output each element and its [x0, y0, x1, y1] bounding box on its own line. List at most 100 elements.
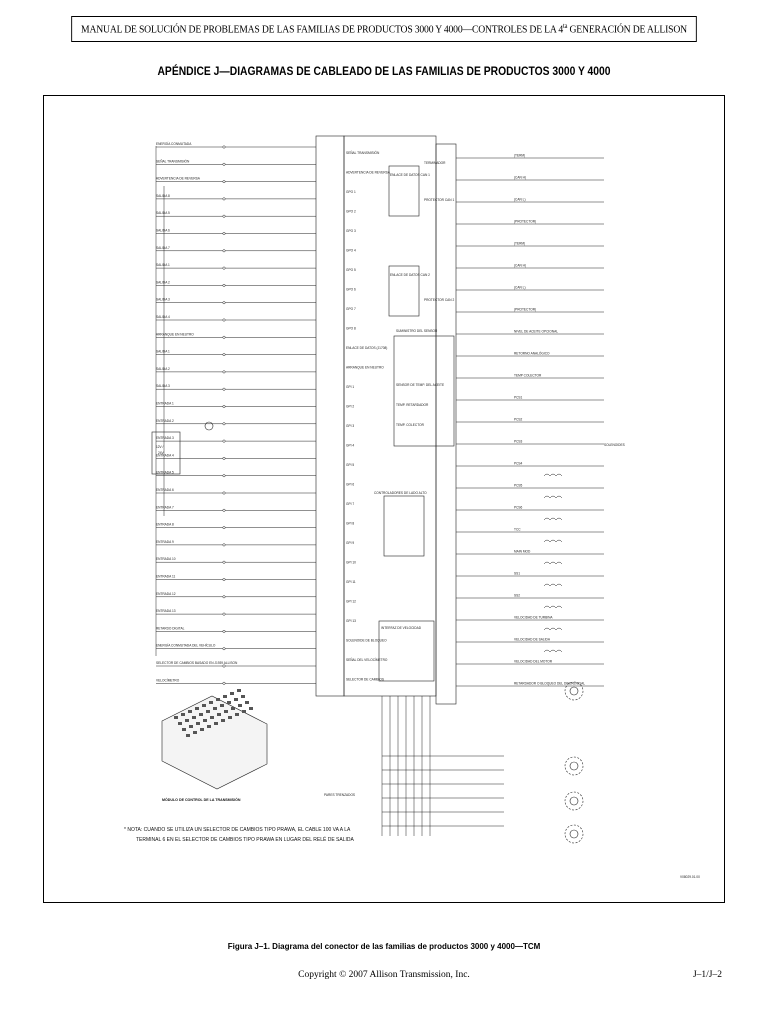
module-pin	[245, 701, 249, 704]
speed-interface-box	[378, 620, 435, 682]
module-pin	[217, 713, 221, 716]
tcm-pin-label: GPO 7	[346, 307, 356, 311]
speed-sensor-hub	[569, 829, 579, 839]
left-wire-label: SELECTOR DE CAMBIOS BASADO EN J1939 ALLI…	[156, 661, 238, 665]
module-pin	[231, 707, 235, 710]
module-pin	[230, 692, 234, 695]
left-wire-label: ENTRADA 4	[156, 453, 174, 457]
module-pin	[220, 704, 224, 707]
module-pin	[206, 710, 210, 713]
left-wire-label: SALIDA 3	[156, 298, 170, 302]
module-pin	[223, 695, 227, 698]
tcm-pin-label: GPO 5	[346, 268, 356, 272]
module-pin	[209, 701, 213, 704]
high-side-label: CONTROLADORES DE LADO ALTO	[374, 491, 427, 495]
left-wire-label: ENERGÍA CONMUTADA	[156, 142, 192, 146]
sump-temp-label: TEMP. COLECTOR	[396, 423, 425, 427]
tcm-pin-label: GPI 11	[346, 580, 356, 584]
switch-contact	[222, 214, 226, 218]
switch-contact	[222, 664, 226, 668]
right-wire-label: (PROTECTOR)	[514, 308, 536, 312]
fuse-circle	[204, 421, 214, 431]
module-pin	[178, 722, 182, 725]
tcm-pin-label: GPI 2	[346, 405, 354, 409]
right-wire-label: RETARDADOR O BLOQUEO DEL DIFERENCIAL	[514, 682, 585, 686]
solenoid-coil	[543, 495, 563, 499]
left-wire-label: VELOCÍMETRO	[156, 678, 180, 682]
switch-contact	[222, 335, 226, 339]
left-wire-label: ENTRADA 2	[156, 419, 174, 423]
switch-contact	[222, 595, 226, 599]
can2-label: ENLACE DE DATOS CAN 2	[390, 273, 430, 277]
left-wire-label: ENERGÍA CONMUTADA DEL VEHÍCULO	[156, 644, 216, 648]
module-pin	[216, 698, 220, 701]
high-side-driver-box	[383, 495, 425, 557]
left-wire-label: ENTRADA 3	[156, 436, 174, 440]
switch-contact	[222, 162, 226, 166]
solenoid-coil	[543, 473, 563, 477]
right-wire-label: PCS3	[514, 440, 523, 444]
tcm-pin-label: GPI 9	[346, 541, 354, 545]
right-wire-label: RETORNO ANALÓGICO	[514, 351, 550, 356]
can1-box	[388, 165, 420, 217]
running-header: MANUAL DE SOLUCIÓN DE PROBLEMAS DE LAS F…	[71, 16, 697, 42]
page-number: J–1/J–2	[692, 970, 722, 980]
tcm-pin-label: GPO 2	[346, 210, 356, 214]
tcm-pin-label: GPO 1	[346, 190, 356, 194]
left-wire-label: ENTRADA 5	[156, 471, 174, 475]
left-wire-label: ENTRADA 10	[156, 557, 176, 561]
module-pin	[241, 695, 245, 698]
switch-contact	[222, 439, 226, 443]
tcm-pin-label: SEÑAL DEL VELOCÍMETRO	[346, 657, 388, 662]
switch-contact	[222, 526, 226, 530]
tcm-pin-label: GPO 6	[346, 288, 356, 292]
twisted-pairs-label: PARES TRENZADOS	[324, 793, 355, 797]
switch-contact	[222, 491, 226, 495]
right-wire-label: SS1	[514, 572, 520, 576]
can2-shield-label: PROTECTOR CAN 2	[424, 298, 454, 302]
right-wire-label: (PROTECTOR)	[514, 220, 536, 224]
can1-label: ENLACE DE DATOS CAN 1	[390, 173, 430, 177]
module-pin	[174, 716, 178, 719]
left-wire-label: ENTRADA 13	[156, 609, 176, 613]
module-pin	[214, 722, 218, 725]
module-pin	[235, 713, 239, 716]
figure-caption: Figura J–1. Diagrama del conector de las…	[227, 942, 541, 951]
module-pin	[249, 707, 253, 710]
sensor-supply-label: SUMINISTRO DEL SENSOR	[396, 329, 438, 333]
right-wire-label: PCS5	[514, 484, 523, 488]
left-wire-label: SALIDA 3	[156, 384, 170, 388]
solenoid-coil	[543, 583, 563, 587]
tcm-pin-label: SELECTOR DE CAMBIOS	[346, 678, 384, 682]
can1-shield-label: PROTECTOR CAN 1	[424, 198, 454, 202]
module-pin	[224, 710, 228, 713]
switch-contact	[222, 647, 226, 651]
switch-contact	[222, 283, 226, 287]
module-pin	[242, 710, 246, 713]
switch-contact	[222, 612, 226, 616]
module-pin	[186, 734, 190, 737]
right-wire-label: (TERM)	[514, 242, 525, 246]
tcm-pin-label: GPI 12	[346, 600, 356, 604]
left-wire-label: SALIDA 7	[156, 246, 170, 250]
left-wire-label: SALIDA 6	[156, 229, 170, 233]
speed-sensor-gear	[564, 791, 584, 811]
drawing-number: V08029.01.00	[680, 875, 700, 879]
left-wire-label: SEÑAL TRANSMISIÓN	[156, 158, 190, 163]
right-wire-label: PCS1	[514, 396, 523, 400]
left-wire-label: SALIDA 1	[156, 350, 170, 354]
switch-contact	[222, 474, 226, 478]
left-wire-label: SALIDA 2	[156, 280, 170, 284]
module-pin	[188, 710, 192, 713]
note-line-2: TERMINAL 6 EN EL SELECTOR DE CAMBIOS TIP…	[136, 836, 355, 843]
right-wire-label: (CAN H)	[514, 176, 526, 180]
switch-contact	[222, 197, 226, 201]
module-pin	[200, 728, 204, 731]
module-pin	[193, 731, 197, 734]
left-wire-label: ENTRADA 8	[156, 523, 174, 527]
tcm-pin-label: GPO 4	[346, 249, 356, 253]
switch-contact	[222, 560, 226, 564]
switch-contact	[222, 629, 226, 633]
module-pin	[207, 725, 211, 728]
